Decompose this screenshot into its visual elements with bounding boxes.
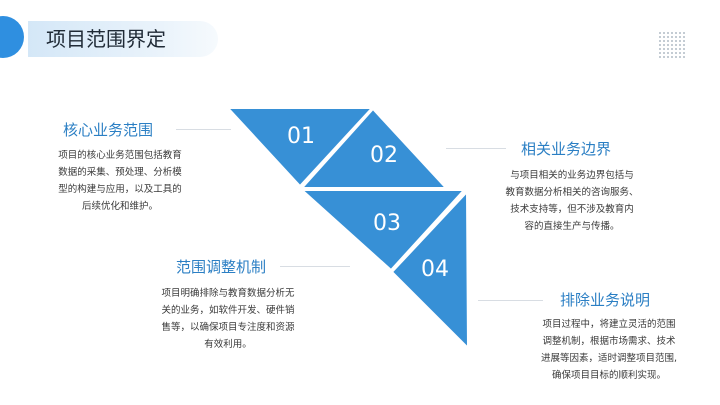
- section-number-03: 03: [373, 211, 401, 236]
- triangle-04: [390, 189, 470, 351]
- section-text-excluded-business: 项目过程中，将建立灵活的范围 调整机制，根据市场需求、技术 进展等因素，适时调整…: [540, 319, 678, 381]
- connector-line-02: [446, 148, 506, 149]
- triangle-02: [299, 107, 449, 189]
- section-number-01: 01: [287, 124, 315, 149]
- decorative-dot-grid: [658, 31, 686, 59]
- section-heading-core-scope: 核心业务范围: [63, 121, 154, 139]
- connector-line-04: [478, 300, 543, 301]
- section-heading-excluded-business: 排除业务说明: [560, 291, 651, 309]
- title-banner: [28, 21, 218, 57]
- section-heading-related-boundary: 相关业务边界: [521, 140, 612, 158]
- page-title: 项目范围界定: [46, 27, 166, 51]
- connector-line-03: [280, 266, 350, 267]
- triangle-01: [225, 107, 375, 188]
- section-number-02: 02: [370, 143, 398, 168]
- section-number-04: 04: [421, 257, 449, 282]
- section-text-core-scope: 项目的核心业务范围包括教育 数据的采集、预处理、分析模 型的构建与应用，以及工具…: [58, 150, 182, 212]
- connector-line-01: [176, 129, 231, 130]
- triangle-03: [299, 189, 467, 272]
- section-text-related-boundary: 与项目相关的业务边界包括与 教育数据分析相关的咨询服务、 技术支持等，但不涉及教…: [505, 170, 639, 232]
- section-text-adjust-mechanism: 项目明确排除与教育数据分析无 关的业务，如软件开发、硬件销 售等，以确保项目专注…: [161, 288, 295, 350]
- section-heading-adjust-mechanism: 范围调整机制: [176, 258, 267, 276]
